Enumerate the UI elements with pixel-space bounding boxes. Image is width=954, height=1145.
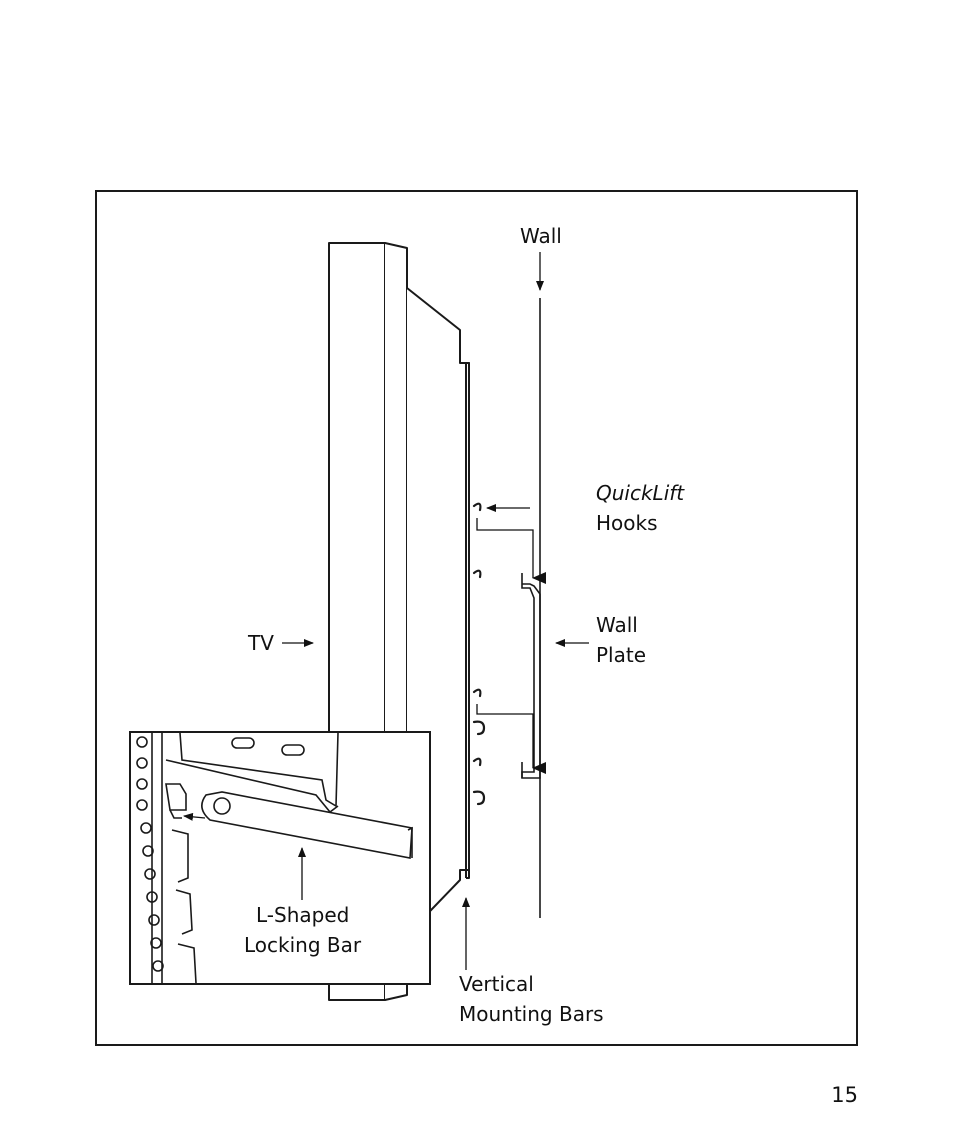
wall-plate bbox=[521, 573, 541, 779]
page-number: 15 bbox=[831, 1083, 858, 1107]
hook-1 bbox=[472, 502, 482, 512]
label-quicklift-hooks: QuickLift Hooks bbox=[596, 478, 684, 538]
label-locking-bar: L-Shaped Locking Bar bbox=[244, 903, 362, 957]
hook-3 bbox=[472, 688, 482, 698]
label-quicklift: QuickLift bbox=[596, 481, 685, 505]
hook-2 bbox=[472, 569, 482, 579]
figure-frame bbox=[95, 190, 858, 1046]
vertical-mounting-bar bbox=[466, 362, 470, 879]
label-wall-plate: Wall Plate bbox=[596, 613, 647, 667]
label-wall: Wall bbox=[520, 224, 562, 248]
clip-2 bbox=[472, 790, 486, 806]
rail-holes bbox=[136, 736, 164, 972]
clip-1 bbox=[472, 720, 486, 736]
label-mounting-bars: Vertical Mounting Bars bbox=[459, 972, 604, 1026]
hook-4 bbox=[472, 757, 482, 767]
label-hooks: Hooks bbox=[596, 511, 658, 535]
label-tv: TV bbox=[248, 631, 274, 655]
